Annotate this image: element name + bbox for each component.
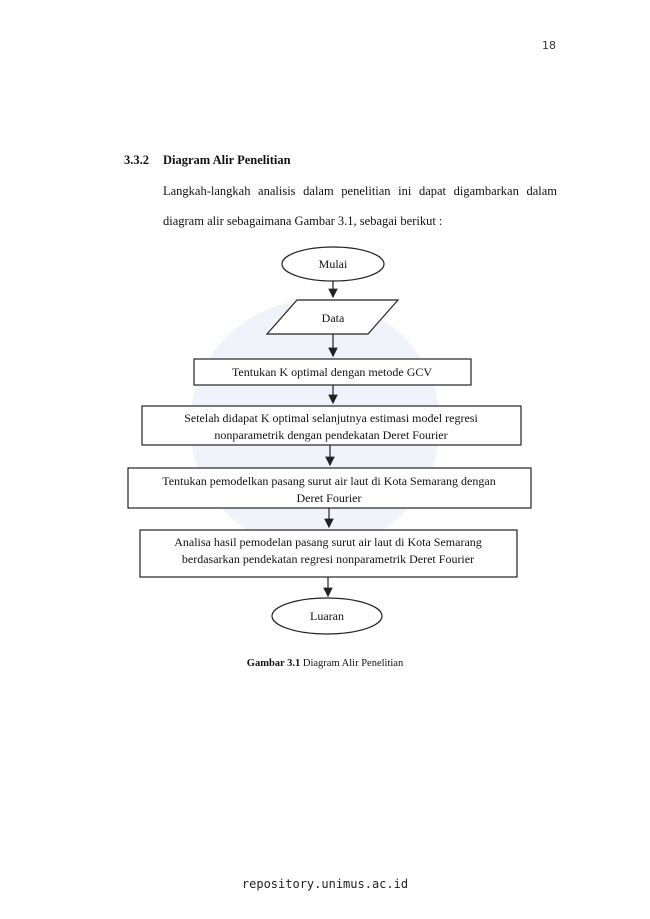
end-label: Luaran (310, 609, 344, 623)
step4-label-line2: berdasarkan pendekatan regresi nonparame… (182, 552, 474, 566)
caption-label: Gambar 3.1 (246, 658, 301, 669)
process-step-2 (141, 405, 522, 446)
data-input (265, 299, 400, 335)
step3-label-line1: Tentukan pemodelkan pasang surut air lau… (162, 474, 495, 488)
process-step-3 (127, 467, 532, 509)
step2-label-line1: Setelah didapat K optimal selanjutnya es… (184, 411, 478, 425)
data-label: Data (322, 311, 345, 325)
paragraph-line-2: diagram alir sebagaimana Gambar 3.1, seb… (163, 214, 443, 228)
step2-label-line2: nonparametrik dengan pendekatan Deret Fo… (214, 428, 447, 442)
section-number: 3.3.2 (124, 153, 149, 167)
page-number: 18 (542, 39, 556, 52)
step1-label: Tentukan K optimal dengan metode GCV (232, 365, 432, 379)
start-label: Mulai (319, 257, 348, 271)
paragraph-line-1: Langkah-langkah analisis dalam penelitia… (163, 184, 557, 198)
section-heading: 3.3.2 Diagram Alir Penelitian (124, 153, 291, 168)
section-title: Diagram Alir Penelitian (163, 153, 291, 167)
step3-label-line2: Deret Fourier (297, 491, 362, 505)
footer-url: repository.unimus.ac.id (241, 877, 409, 891)
caption-text: Diagram Alir Penelitian (302, 658, 404, 669)
end-terminal (271, 597, 383, 635)
figure-caption: Gambar 3.1 Diagram Alir Penelitian (0, 658, 650, 669)
step4-label-line1: Analisa hasil pemodelan pasang surut air… (174, 535, 482, 549)
process-step-4 (139, 529, 518, 578)
